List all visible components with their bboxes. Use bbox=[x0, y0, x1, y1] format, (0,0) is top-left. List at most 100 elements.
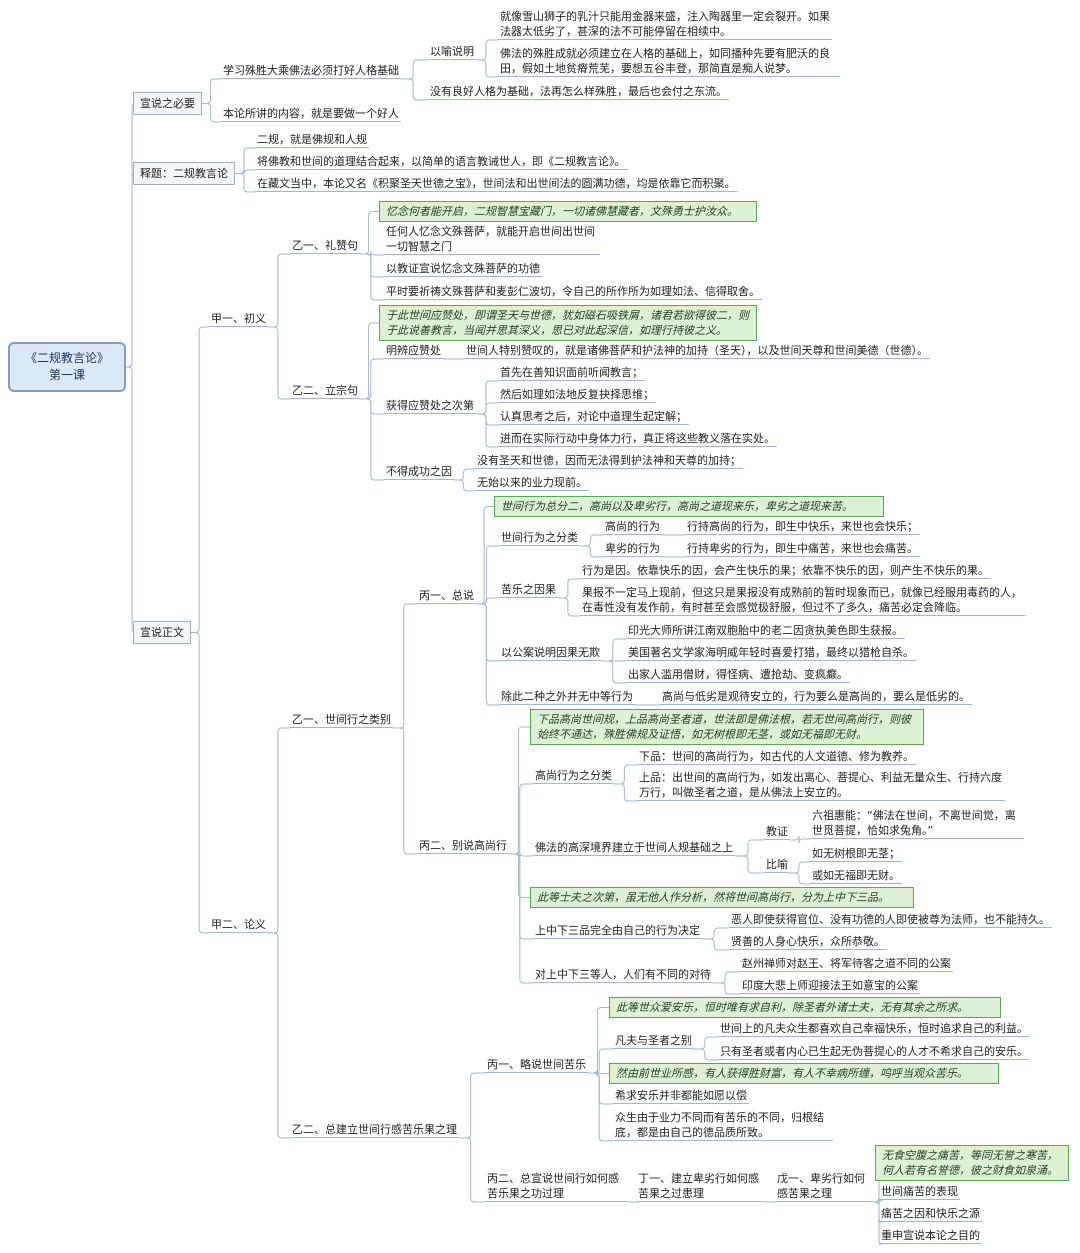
node-n1b[interactable]: 本论所讲的内容，就是要做一个好人 bbox=[221, 107, 401, 122]
node-y1b[interactable]: 以教证宣说忆念文殊菩萨的功德 bbox=[384, 262, 542, 277]
node-b1c3[interactable]: 出家人滥用僧财，得怪病、遭抢劫、变疯癫。 bbox=[626, 668, 850, 683]
node-y2b4[interactable]: 进而在实际行动中身体力行，真正将这些教义落在实处。 bbox=[498, 432, 777, 447]
node-c1a2[interactable]: 只有圣者或者内心已生起无伪菩提心的人才不希求自己的安乐。 bbox=[718, 1045, 1030, 1060]
node-b1a1[interactable]: 高尚的行为 bbox=[603, 520, 662, 535]
node-z2[interactable]: 乙二、总建立世间行感苦乐果之理 bbox=[290, 1123, 459, 1138]
connector-b1-b1a bbox=[476, 545, 499, 605]
node-y2h[interactable]: 于此世间应赞处，即谓圣天与世德，犹如磁石吸铁屑，诸君若欲得彼二，则于此说善教言，… bbox=[379, 305, 757, 341]
node-c1[interactable]: 丙一、略说世间苦乐 bbox=[485, 1058, 588, 1073]
node-w1h[interactable]: 无食空腹之痛苦，等同无誉之寒苦，何人若有名誉德，彼之财食如泉涌。 bbox=[875, 1145, 1069, 1181]
node-y1[interactable]: 乙一、礼赞句 bbox=[290, 239, 360, 254]
connector-y2c-y2c2 bbox=[454, 479, 475, 492]
node-b1c[interactable]: 以公案说明因果无欺 bbox=[499, 646, 602, 661]
node-n1a2[interactable]: 没有良好人格为基础，法再怎么样殊胜，最后也会付之东流。 bbox=[428, 85, 729, 100]
connector-b1a-b1a2 bbox=[580, 545, 603, 558]
node-y2a[interactable]: 明辨应赞处 bbox=[384, 344, 443, 359]
node-b2b2x[interactable]: 如无树根即无茎； bbox=[810, 847, 902, 862]
node-w1b[interactable]: 痛苦之因和快乐之源 bbox=[879, 1207, 982, 1222]
node-j1[interactable]: 甲一、初义 bbox=[209, 312, 268, 327]
node-b1a2[interactable]: 卑劣的行为 bbox=[603, 542, 662, 557]
node-b2b[interactable]: 佛法的高深境界建立于世间人规基础之上 bbox=[533, 841, 735, 856]
node-b1b1[interactable]: 行为是因。依靠快乐的因，会产生快乐的果；依靠不快乐的因，则产生不快乐的果。 bbox=[580, 564, 991, 579]
node-n3[interactable]: 宣说正文 bbox=[133, 621, 191, 644]
node-c1h2[interactable]: 然由前世业所感，有人获得胜财富，有人不幸病所缠，呜呼当观众苦乐。 bbox=[609, 1063, 999, 1084]
node-y2c2[interactable]: 无始以来的业力现前。 bbox=[475, 476, 589, 491]
node-b1h[interactable]: 世间行为总分二，高尚以及卑劣行，高尚之道现来乐，卑劣之道现来苦。 bbox=[494, 496, 884, 517]
connector-b1c-b1c1 bbox=[602, 638, 626, 662]
node-y2b3[interactable]: 认真思考之后，对论中道理生起定解； bbox=[498, 410, 689, 425]
node-y2b[interactable]: 获得应赞处之次第 bbox=[384, 399, 476, 414]
node-b2a2[interactable]: 上品：出世间的高尚行为，如发出离心、菩提心、利益无量众生、行持六度万行，叫做圣者… bbox=[637, 770, 1005, 801]
connector-b1-b1c bbox=[476, 603, 499, 662]
node-b2b1[interactable]: 教证 bbox=[764, 825, 790, 840]
node-y2a1[interactable]: 世间人特别赞叹的，就是诸佛菩萨和护法神的加持（圣天），以及世间天尊和世间美德（世… bbox=[464, 344, 930, 359]
node-n1a[interactable]: 学习殊胜大乘佛法必须打好人格基础 bbox=[221, 64, 401, 79]
node-y2c1[interactable]: 没有圣天和世德，因而无法得到护法神和天尊的加持； bbox=[475, 454, 743, 469]
node-b2b2y[interactable]: 或如无福即无财。 bbox=[810, 869, 902, 884]
node-b2b2[interactable]: 比喻 bbox=[764, 858, 790, 873]
connector-b1c-b1c3 bbox=[602, 660, 626, 684]
node-n2a[interactable]: 二规，就是佛规和人规 bbox=[255, 133, 369, 148]
node-y2b1[interactable]: 首先在善知识面前听闻教言； bbox=[498, 366, 645, 381]
node-b1c1[interactable]: 印光大师所讲江南双胞胎中的老二因贪执美色即生获报。 bbox=[626, 624, 905, 639]
node-b1d[interactable]: 除此二种之外并无中等行为 bbox=[499, 690, 635, 705]
node-b1a1x[interactable]: 行持高尚的行为，即生中快乐，来世也会快乐； bbox=[685, 520, 920, 535]
node-b1a2x[interactable]: 行持卑劣的行为，即生中痛苦，来世也会痛苦。 bbox=[685, 542, 920, 557]
node-n1a1a[interactable]: 就像雪山狮子的乳汁只能用金器来盛，注入陶器里一定会裂开。如果法器太低劣了，甚深的… bbox=[498, 10, 832, 40]
node-b2d[interactable]: 对上中下三等人，人们有不同的对待 bbox=[533, 968, 713, 983]
node-n1[interactable]: 宣说之必要 bbox=[133, 92, 202, 115]
node-c1h[interactable]: 此等世众爱安乐，恒时唯有求自利，除圣者外诸士夫，无有其余之所求。 bbox=[609, 997, 1001, 1018]
node-c1b[interactable]: 希求安乐并非都能如愿以偿 bbox=[613, 1089, 749, 1104]
node-y2c[interactable]: 不得成功之因 bbox=[384, 465, 454, 480]
connector-z2-c1 bbox=[459, 1072, 485, 1139]
node-b1b2[interactable]: 果报不一定马上现前，但这只是果报没有成熟前的暂时现象而已，就像已经服用毒药的人，… bbox=[580, 585, 1026, 616]
node-b2c[interactable]: 上中下三品完全由自己的行为决定 bbox=[533, 924, 702, 939]
node-n1a1[interactable]: 以喻说明 bbox=[428, 45, 476, 60]
node-b2c2[interactable]: 贤善的人身心快乐，众所恭敬。 bbox=[729, 935, 887, 950]
node-n2c[interactable]: 在藏文当中，本论又名《积聚圣天世德之宝》，世间法和出世间法的圆满功德，均是依靠它… bbox=[255, 177, 738, 192]
node-b2h2[interactable]: 此等士夫之次第，虽无他人作分析，然将世间高尚行，分为上中下三品。 bbox=[530, 887, 914, 908]
node-b2[interactable]: 丙二、别说高尚行 bbox=[417, 839, 509, 854]
node-b1[interactable]: 丙一、总说 bbox=[417, 589, 476, 604]
node-w1c[interactable]: 重申宣说本论之目的 bbox=[879, 1229, 982, 1244]
connector-b1b-b1b2 bbox=[558, 597, 580, 617]
node-b1c2[interactable]: 美国著名文学家海明威年轻时喜爱打猎，最终以猎枪自杀。 bbox=[626, 646, 916, 661]
node-b2d2[interactable]: 印度大悲上师迎接法王如意宝的公案 bbox=[740, 979, 920, 994]
node-y2b2[interactable]: 然后如理如法地反复抉择思维； bbox=[498, 388, 656, 403]
connector-j1-y2 bbox=[268, 326, 290, 400]
node-b2h[interactable]: 下品高尚世间规，上品高尚圣者道，世法即是佛法根，若无世间高尚行，则彼始终不通达，… bbox=[530, 709, 924, 745]
node-w1a[interactable]: 世间痛苦的表现 bbox=[879, 1185, 960, 1200]
node-n2[interactable]: 释题：二规教言论 bbox=[133, 162, 235, 185]
node-y1a[interactable]: 任何人忆念文殊菩萨，就能开启世间出世间一切智慧之门 bbox=[384, 224, 600, 255]
node-b2c1[interactable]: 恶人即使获得官位、没有功德的人即使被尊为法师，也不能持久。 bbox=[729, 913, 1052, 928]
node-n1a1b[interactable]: 佛法的殊胜成就必须建立在人格的基础上，如同播种先要有肥沃的良田，假如土地贫瘠荒芜… bbox=[498, 46, 840, 77]
node-y1h[interactable]: 忆念何者能开启，二规智慧宝藏门，一切诸佛慧藏者，文殊勇士护汝众。 bbox=[379, 201, 757, 222]
node-b1a[interactable]: 世间行为之分类 bbox=[499, 531, 580, 546]
node-n2b[interactable]: 将佛教和世间的道理结合起来，以简单的语言教诫世人，即《二规教言论》。 bbox=[255, 155, 628, 170]
node-b1b[interactable]: 苦乐之因果 bbox=[499, 583, 558, 598]
connector-n1a1-n1a1a bbox=[476, 39, 498, 61]
connector-b2b1-b2b1x bbox=[790, 835, 810, 844]
node-c1a[interactable]: 凡夫与圣者之别 bbox=[613, 1034, 694, 1049]
node-c2[interactable]: 丙二、总宣说世间行如何感苦乐果之功过理 bbox=[485, 1171, 629, 1202]
node-j2[interactable]: 甲二、论义 bbox=[209, 918, 268, 933]
node-b1d1[interactable]: 高尚与低劣是观待安立的，行为要么是高尚的，要么是低劣的。 bbox=[660, 690, 972, 705]
node-b2b1x[interactable]: 六祖惠能：“佛法在世间，不离世间觉，离世觅菩提，恰如求兔角。” bbox=[810, 808, 1024, 839]
node-c1a1[interactable]: 世间上的凡夫众生都喜欢自己幸福快乐，恒时追求自己的利益。 bbox=[718, 1022, 1030, 1037]
connector-b2-b2b bbox=[509, 851, 533, 859]
node-c1c[interactable]: 众生由于业力不同而有苦乐的不同，归根结底，都是由自己的德品质所致。 bbox=[613, 1110, 833, 1141]
node-d1[interactable]: 丁一、建立卑劣行如何感苦果之过患理 bbox=[636, 1171, 766, 1202]
node-b2d1[interactable]: 赵州禅师对赵王、将军待客之道不同的公案 bbox=[740, 957, 953, 972]
connector-b2b-b2b2 bbox=[735, 855, 764, 874]
connector-b2-b2a bbox=[509, 783, 533, 855]
node-w1[interactable]: 戊一、卑劣行如何感苦果之理 bbox=[775, 1171, 873, 1202]
node-b2a1[interactable]: 下品：世间的高尚行为，如古代的人文道德、修为教养。 bbox=[637, 750, 916, 765]
connector-y2b-y2b4 bbox=[476, 413, 498, 448]
root-node[interactable]: 《二规教言论》第一课 bbox=[8, 342, 126, 392]
node-b2a[interactable]: 高尚行为之分类 bbox=[533, 769, 614, 784]
node-z1[interactable]: 乙一、世间行之类别 bbox=[290, 713, 393, 728]
connector-n1a1-n1a1b bbox=[476, 59, 498, 78]
connector-y1-y1h bbox=[360, 211, 379, 255]
node-y2[interactable]: 乙二、立宗句 bbox=[290, 384, 360, 399]
node-y1c[interactable]: 平时要祈祷文殊菩萨和麦彭仁波切，令自己的所作所为如理如法、信得取舍。 bbox=[384, 285, 762, 300]
